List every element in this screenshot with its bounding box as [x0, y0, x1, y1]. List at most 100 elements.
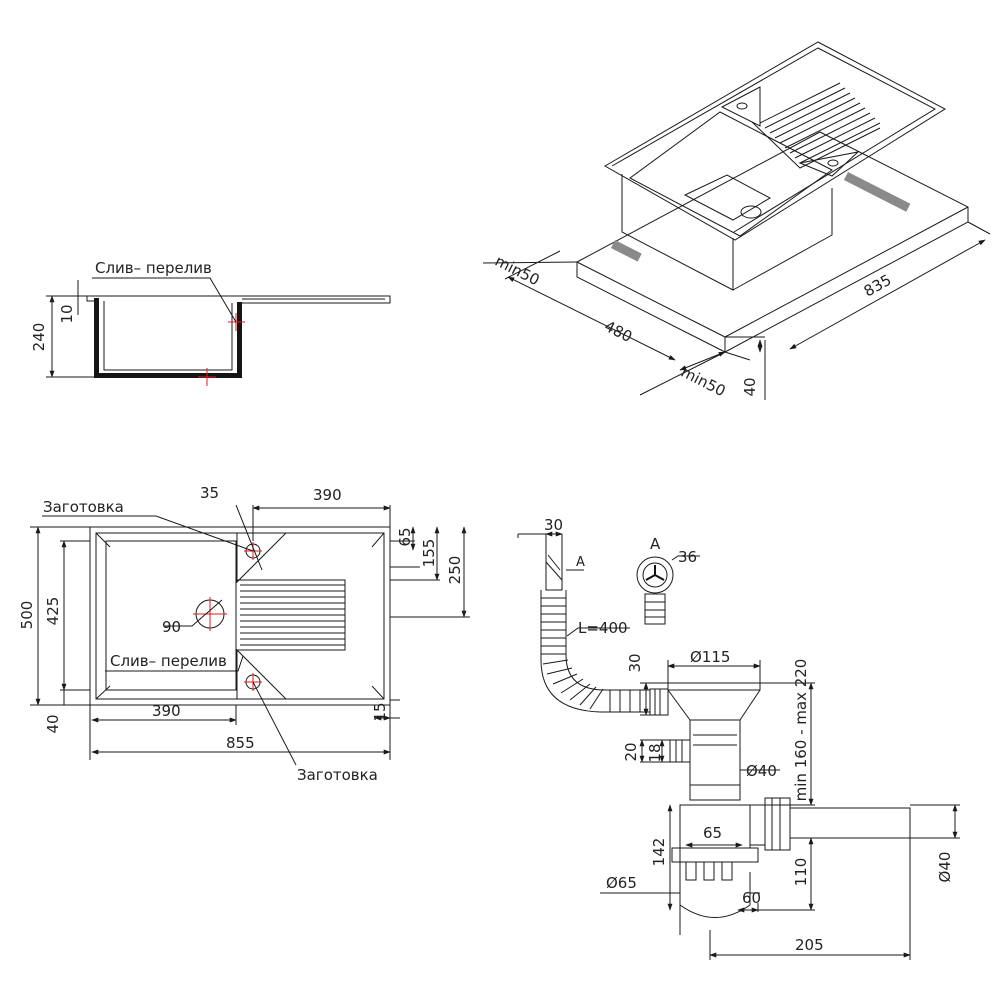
trap-nut — [689, 785, 741, 801]
iso-extension-lines — [482, 221, 991, 400]
drain-body — [689, 720, 741, 786]
section-view: Слив– перелив 240 10 — [30, 259, 391, 386]
rim-bevel — [95, 532, 385, 700]
countertop-hatch-left — [610, 240, 642, 262]
dim-142-label: 142 — [650, 838, 668, 867]
detail-a-spokes — [645, 565, 665, 581]
overflow-connector — [649, 688, 669, 716]
dim-36-label: 36 — [678, 548, 697, 566]
overflow-fitting — [545, 538, 563, 591]
outlet-nut-lines — [771, 798, 781, 850]
trap-teeth — [685, 862, 733, 881]
dim-extension-lines — [46, 280, 94, 378]
dim-65-label: 65 — [703, 824, 722, 842]
dim-205-label: 205 — [795, 936, 824, 954]
detail-a-pipe — [644, 593, 666, 625]
trap-bowl — [679, 872, 751, 918]
overflow-leader — [92, 277, 237, 323]
corrugated-hose — [540, 590, 650, 713]
dim-d40-outlet-label: Ø40 — [936, 852, 954, 883]
dim-30-label: 30 — [626, 653, 644, 672]
detail-a-inner — [642, 562, 668, 588]
countertop — [576, 131, 969, 353]
dim-d40-pipe-label: Ø40 — [746, 762, 777, 780]
blank-bottom-leader — [252, 681, 297, 766]
dim-40-plan-label: 40 — [44, 714, 62, 733]
dim-d65-label: Ø65 — [606, 874, 637, 892]
dim-min50-front-label: min50 — [678, 363, 728, 401]
outlet-pipe — [750, 797, 911, 851]
siphon-extension-lines — [600, 660, 960, 960]
overflow-leader-plan — [105, 655, 244, 672]
plan-extension-lines — [30, 505, 470, 760]
dim-835-label: 835 — [861, 271, 895, 301]
dim-10-label: 10 — [58, 304, 76, 323]
dim-65-label: 65 — [396, 527, 414, 546]
bowl-bottom — [94, 373, 242, 378]
overflow-hole — [827, 159, 839, 167]
dim-390-top-label: 390 — [313, 486, 342, 504]
sink-rim-inner — [611, 47, 937, 233]
bowl-right-wall — [237, 302, 242, 378]
tap-hole — [736, 102, 748, 110]
iso-drain-hole — [740, 205, 762, 219]
sink-outline-plan — [89, 526, 391, 706]
siphon-view: 30 A L=400 A 36 — [517, 516, 960, 960]
bowl-plan — [105, 540, 237, 691]
dim-min50-back-label: min50 — [492, 252, 542, 290]
sink-outline — [86, 295, 391, 371]
drain-center-plan — [193, 597, 227, 631]
drain-center-mark — [198, 368, 216, 386]
dim-425-label: 425 — [44, 597, 62, 626]
hose-leader — [566, 627, 630, 637]
dim-155-label: 155 — [420, 539, 438, 568]
dim-30-top-label: 30 — [544, 516, 563, 534]
detail-a-label: A — [650, 535, 661, 553]
dim-min50-front-line — [679, 351, 726, 371]
plan-ribs — [236, 579, 346, 651]
sink-rim — [603, 41, 947, 241]
iso-ribs — [751, 82, 881, 169]
dim-390-bottom-label: 390 — [152, 702, 181, 720]
dim-range-label: min 160 - max 220 — [792, 659, 810, 802]
dim-60-label: 60 — [742, 889, 761, 907]
iso-view: min50 480 835 min50 40 — [482, 41, 991, 401]
dim-480-label: 480 — [601, 317, 635, 346]
blank-bottom-callout: Заготовка — [297, 766, 378, 784]
dim-35-label: 35 — [200, 484, 219, 502]
overflow-plate — [798, 151, 860, 177]
bowl-opening — [629, 111, 833, 237]
overflow-center-mark — [228, 313, 245, 331]
dim-18-label: 18 — [646, 743, 664, 762]
dim-30-top-ext — [517, 533, 563, 540]
bowl-left-wall — [94, 298, 99, 377]
dim-250-label: 250 — [446, 556, 464, 585]
hose-length-label: L=400 — [578, 619, 628, 637]
dim-240-label: 240 — [30, 323, 48, 352]
trap-ring — [671, 847, 759, 863]
tap-plate-plan — [236, 532, 288, 584]
side-inlet — [669, 739, 691, 763]
dim-90-leader — [165, 599, 223, 627]
overflow-callout: Слив– перелив — [95, 259, 212, 277]
dim-110-label: 110 — [792, 858, 810, 887]
dim-d115-label: Ø115 — [690, 648, 730, 666]
overflow-callout-plan: Слив– перелив — [110, 652, 227, 670]
blank-top-leader — [42, 515, 254, 552]
dim-15-label: 15 — [371, 702, 389, 721]
countertop-hatch-right — [843, 171, 911, 212]
strainer-flange — [667, 682, 761, 721]
plan-view: 35 390 Заготовка 65 155 250 500 425 90 С… — [18, 484, 470, 784]
dim-40-label: 40 — [741, 377, 759, 396]
tap-plate — [720, 86, 761, 127]
dim-36-leader — [671, 555, 700, 561]
bowl-outer — [621, 174, 833, 291]
dim-35-leader — [235, 504, 263, 571]
detail-a-outer — [636, 556, 674, 594]
bowl-floor — [683, 174, 772, 221]
overflow-plate-plan — [236, 648, 288, 700]
section-a-small-label: A — [576, 555, 585, 570]
dim-855-label: 855 — [226, 734, 255, 752]
blank-top-callout: Заготовка — [43, 498, 124, 516]
